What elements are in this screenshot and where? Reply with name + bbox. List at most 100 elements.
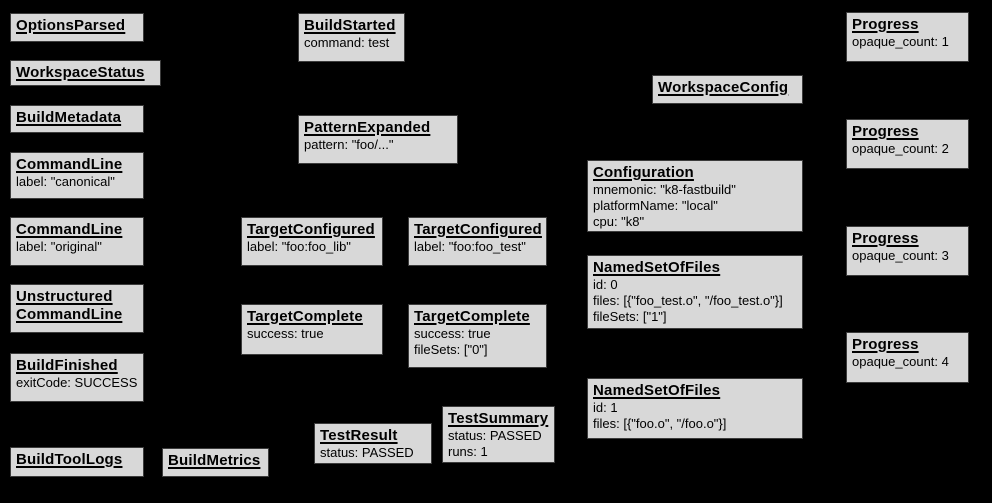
event-node-title: Progress bbox=[852, 336, 963, 354]
event-node-field: success: true bbox=[247, 326, 324, 341]
event-node-title-line: OptionsParsed bbox=[16, 17, 126, 34]
event-node-title: BuildFinished bbox=[16, 357, 138, 375]
event-node-field: label: "original" bbox=[16, 239, 102, 254]
event-node-field: id: 0 bbox=[593, 277, 618, 292]
event-node-title-line: TargetConfigured bbox=[414, 221, 542, 238]
event-node-title: TestSummary bbox=[448, 410, 549, 428]
event-node-title-line: Progress bbox=[852, 230, 919, 247]
event-node-title-line: Progress bbox=[852, 123, 919, 140]
event-node-title-line: TestSummary bbox=[448, 410, 549, 427]
event-node-title: PatternExpanded bbox=[304, 119, 452, 137]
event-node-title: TestResult bbox=[320, 427, 426, 445]
event-node-title: Configuration bbox=[593, 164, 797, 182]
event-node-title-line: CommandLine bbox=[16, 156, 123, 173]
event-node-title: NamedSetOfFiles bbox=[593, 259, 797, 277]
event-node-workspace-config: WorkspaceConfig bbox=[652, 75, 803, 104]
event-node-title-line: TargetConfigured bbox=[247, 221, 375, 238]
event-node-title: Progress bbox=[852, 123, 963, 141]
event-node-title: WorkspaceStatus bbox=[16, 64, 155, 82]
event-node-field: files: [{"foo.o", "/foo.o"}] bbox=[593, 416, 727, 431]
event-node-title-line: CommandLine bbox=[16, 221, 123, 238]
event-node-field: label: "foo:foo_test" bbox=[414, 239, 526, 254]
event-node-title-line: Configuration bbox=[593, 164, 694, 181]
event-node-title: BuildMetadata bbox=[16, 109, 138, 127]
event-node-title: TargetComplete bbox=[414, 308, 541, 326]
event-node-title-line: TargetComplete bbox=[247, 308, 363, 325]
event-node-title-line: Unstructured bbox=[16, 288, 113, 305]
event-node-title: NamedSetOfFiles bbox=[593, 382, 797, 400]
event-node-title: BuildStarted bbox=[304, 17, 399, 35]
event-node-field: status: PASSED bbox=[448, 428, 542, 443]
event-node-build-metadata: BuildMetadata bbox=[10, 105, 144, 133]
event-node-field: runs: 1 bbox=[448, 444, 488, 459]
event-node-title-line: TestResult bbox=[320, 427, 398, 444]
event-node-workspace-status: WorkspaceStatus bbox=[10, 60, 161, 86]
event-node-field: cpu: "k8" bbox=[593, 214, 645, 229]
event-node-field: id: 1 bbox=[593, 400, 618, 415]
event-node-field: status: PASSED bbox=[320, 445, 414, 460]
event-node-title: BuildToolLogs bbox=[16, 451, 138, 469]
event-node-title: Progress bbox=[852, 16, 963, 34]
event-node-title-line: BuildMetadata bbox=[16, 109, 122, 126]
event-node-title-line: CommandLine bbox=[16, 306, 123, 323]
event-node-title: OptionsParsed bbox=[16, 17, 138, 35]
event-node-title-line: TargetComplete bbox=[414, 308, 530, 325]
event-node-field: exitCode: SUCCESS bbox=[16, 375, 138, 390]
event-node-field: opaque_count: 4 bbox=[852, 354, 949, 369]
event-node-field: opaque_count: 3 bbox=[852, 248, 949, 263]
event-node-title: TargetConfigured bbox=[414, 221, 542, 239]
event-node-title-line: NamedSetOfFiles bbox=[593, 382, 721, 399]
event-node-title-line: Progress bbox=[852, 16, 919, 33]
event-node-title-line: BuildStarted bbox=[304, 17, 396, 34]
event-node-field: mnemonic: "k8-fastbuild" bbox=[593, 182, 736, 197]
event-node-title-line: WorkspaceConfig bbox=[658, 79, 789, 96]
event-node-field: label: "foo:foo_lib" bbox=[247, 239, 351, 254]
event-node-field: platformName: "local" bbox=[593, 198, 718, 213]
event-node-title: CommandLine bbox=[16, 221, 138, 239]
event-node-title-line: WorkspaceStatus bbox=[16, 64, 145, 81]
event-node-build-metrics: BuildMetrics bbox=[162, 448, 269, 477]
event-node-field: command: test bbox=[304, 35, 390, 50]
event-node-title-line: BuildToolLogs bbox=[16, 451, 123, 468]
event-node-field: fileSets: ["1"] bbox=[593, 309, 667, 324]
event-node-title-line: PatternExpanded bbox=[304, 119, 431, 136]
event-node-field: opaque_count: 2 bbox=[852, 141, 949, 156]
event-node-field: files: [{"foo_test.o", "/foo_test.o"}] bbox=[593, 293, 783, 308]
event-node-title-line: NamedSetOfFiles bbox=[593, 259, 721, 276]
event-node-build-tool-logs: BuildToolLogs bbox=[10, 447, 144, 477]
event-node-field: label: "canonical" bbox=[16, 174, 115, 189]
event-node-options-parsed: OptionsParsed bbox=[10, 13, 144, 42]
event-node-title: TargetComplete bbox=[247, 308, 377, 326]
event-node-title: Progress bbox=[852, 230, 963, 248]
event-node-field: opaque_count: 1 bbox=[852, 34, 949, 49]
event-node-title-line: BuildMetrics bbox=[168, 452, 261, 469]
event-node-field: success: true bbox=[414, 326, 491, 341]
event-node-title: WorkspaceConfig bbox=[658, 79, 797, 97]
event-node-title-line: Progress bbox=[852, 336, 919, 353]
event-node-title: CommandLine bbox=[16, 156, 138, 174]
event-node-title: TargetConfigured bbox=[247, 221, 377, 239]
event-node-title: BuildMetrics bbox=[168, 452, 263, 470]
event-node-field: pattern: "foo/..." bbox=[304, 137, 394, 152]
